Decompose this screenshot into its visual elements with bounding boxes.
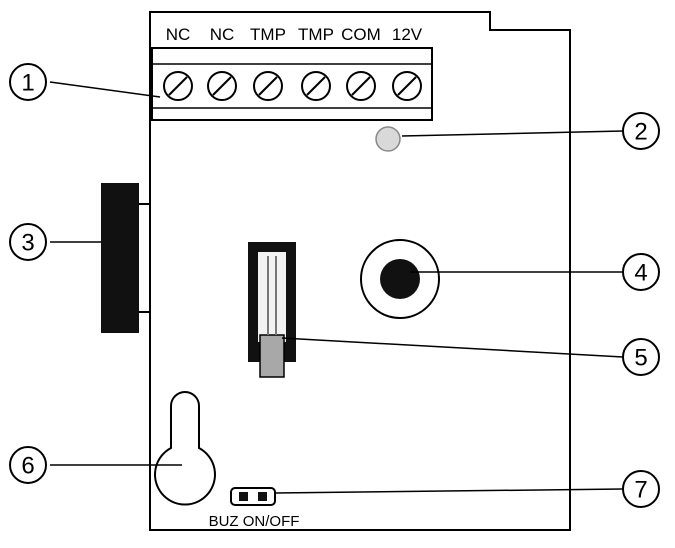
callout-circle [622,338,660,376]
screw-slot [168,76,188,96]
callout-number: 4 [634,260,647,287]
leader-2 [401,130,624,137]
callout-circle [9,446,47,484]
buzzer [360,239,440,319]
callout-circle [622,112,660,150]
side-clip-body [101,183,139,333]
terminal-label: TMP [298,25,334,44]
terminal-label: COM [341,25,381,44]
terminal-block-housing [151,47,433,121]
leader-5 [281,337,624,358]
buzzer-jumper-caption: BUZ ON/OFF [209,513,300,530]
buzzer-jumper: BUZ ON/OFF [209,487,300,530]
callout-circle [622,470,660,508]
terminal-screw [346,71,376,101]
tamper-switch-plunger [259,334,285,378]
leader-7 [274,488,624,494]
tamper-switch [248,242,296,378]
callout-number: 7 [634,477,647,504]
mounting-keyhole [154,391,216,506]
callout-3: 3 [9,223,47,261]
screw-slot [397,76,417,96]
callout-4: 4 [622,253,660,291]
led-indicator [375,126,401,152]
terminal-label: NC [166,25,191,44]
terminal-screw [207,71,237,101]
screw-slot [306,76,326,96]
callout-number: 2 [634,119,647,146]
buzzer-jumper-pin [258,492,267,501]
terminal-screw [163,71,193,101]
buzzer-hole [380,259,420,299]
terminal-label: TMP [250,25,286,44]
callout-circle [622,253,660,291]
callout-number: 1 [21,70,34,97]
terminal-label: NC [210,25,235,44]
callout-number: 6 [21,453,34,480]
terminal-screw [392,71,422,101]
callout-leaders [49,81,624,494]
callout-2: 2 [622,112,660,150]
screw-slot [212,76,232,96]
tamper-switch-slot [258,252,286,342]
side-clip [101,183,150,333]
callout-circle [9,223,47,261]
callout-5: 5 [622,338,660,376]
callout-6: 6 [9,446,47,484]
callouts: 1 2 3 4 5 6 7 [9,63,660,508]
callout-number: 5 [634,345,647,372]
buzzer-jumper-pin [239,492,248,501]
buzzer-jumper-housing [230,487,276,506]
board-outline [149,11,571,531]
callout-number: 3 [21,230,34,257]
callout-circle [9,63,47,101]
screw-slot [258,76,278,96]
screw-slot [351,76,371,96]
terminal-screw [301,71,331,101]
terminal-block: NC NC TMP TMP COM 12V [151,25,433,121]
terminal-screw [253,71,283,101]
callout-1: 1 [9,63,47,101]
terminal-label: 12V [392,25,423,44]
leader-1 [49,81,161,98]
callout-7: 7 [622,470,660,508]
